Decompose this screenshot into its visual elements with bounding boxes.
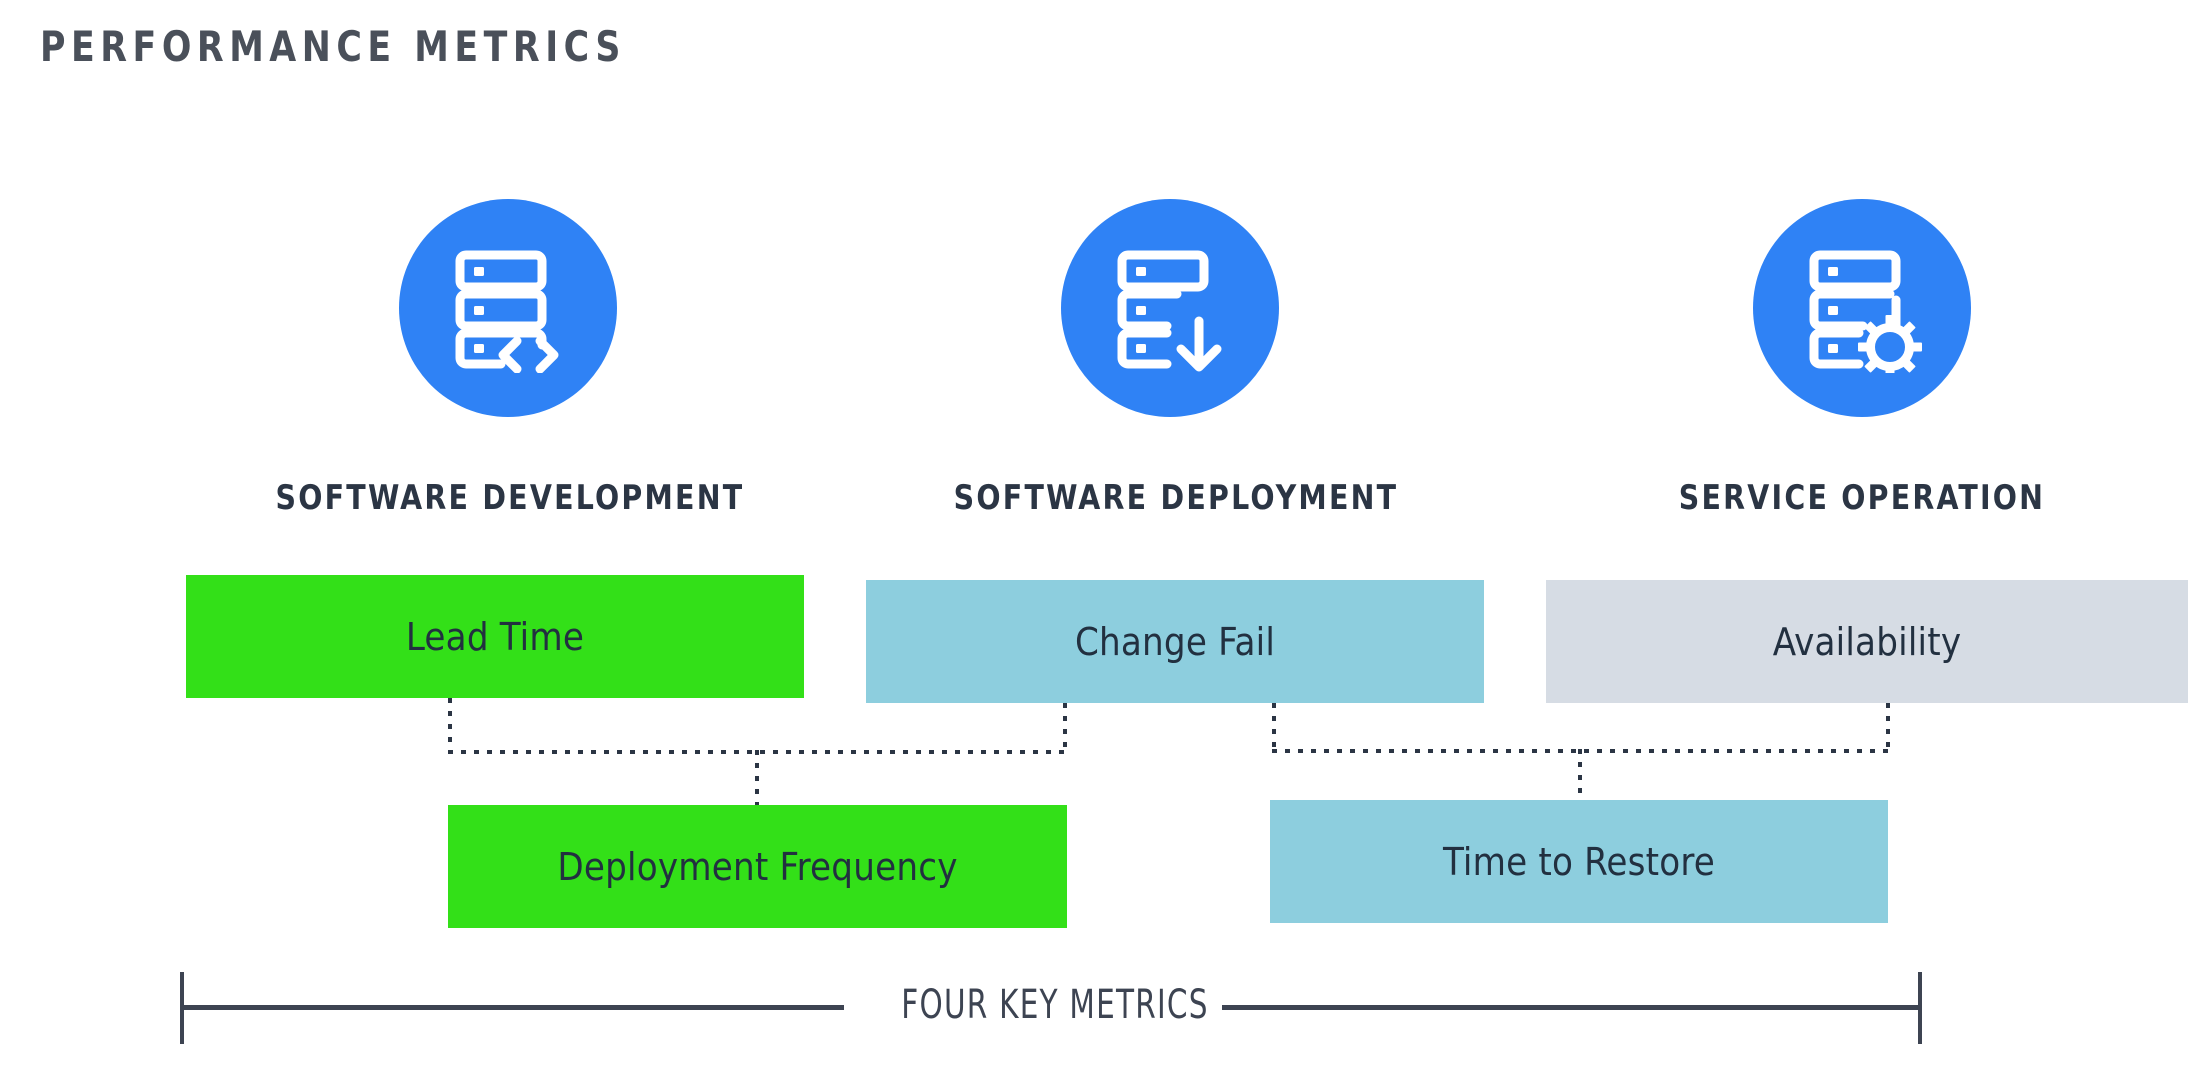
column-heading-software-development: SOFTWARE DEVELOPMENT <box>275 478 745 518</box>
bracket-line-right <box>1222 1005 1922 1010</box>
column-heading-software-deployment: SOFTWARE DEPLOYMENT <box>953 478 1399 518</box>
column-heading-service-operation: SERVICE OPERATION <box>1678 478 2046 518</box>
connector-availability-down <box>1886 703 1890 751</box>
connector-lead-time-down <box>448 698 452 752</box>
server-gear-icon <box>1809 250 1922 373</box>
metric-bar-deployment-frequency[interactable]: Deployment Frequency <box>448 805 1067 928</box>
metric-bar-availability[interactable]: Availability <box>1546 580 2188 703</box>
bracket-right-cap <box>1918 972 1922 1044</box>
metric-bar-time-to-restore[interactable]: Time to Restore <box>1270 800 1888 923</box>
connector-deployment-frequency-up <box>755 750 759 807</box>
metric-bar-change-fail[interactable]: Change Fail <box>866 580 1484 703</box>
server-code-icon <box>455 250 559 373</box>
icon-circle-software-development <box>399 199 617 417</box>
connector-change-fail-down-left <box>1063 703 1067 752</box>
bracket-label: FOUR KEY METRICS <box>901 982 1209 1028</box>
server-download-icon <box>1117 250 1222 372</box>
icon-circle-service-operation <box>1753 199 1971 417</box>
icon-circle-software-deployment <box>1061 199 1279 417</box>
connector-change-fail-down-right <box>1272 703 1276 751</box>
bracket-line-left <box>182 1005 844 1010</box>
metric-bar-lead-time[interactable]: Lead Time <box>186 575 804 698</box>
page-title: PERFORMANCE METRICS <box>40 22 626 71</box>
connector-time-to-restore-up <box>1578 749 1582 803</box>
